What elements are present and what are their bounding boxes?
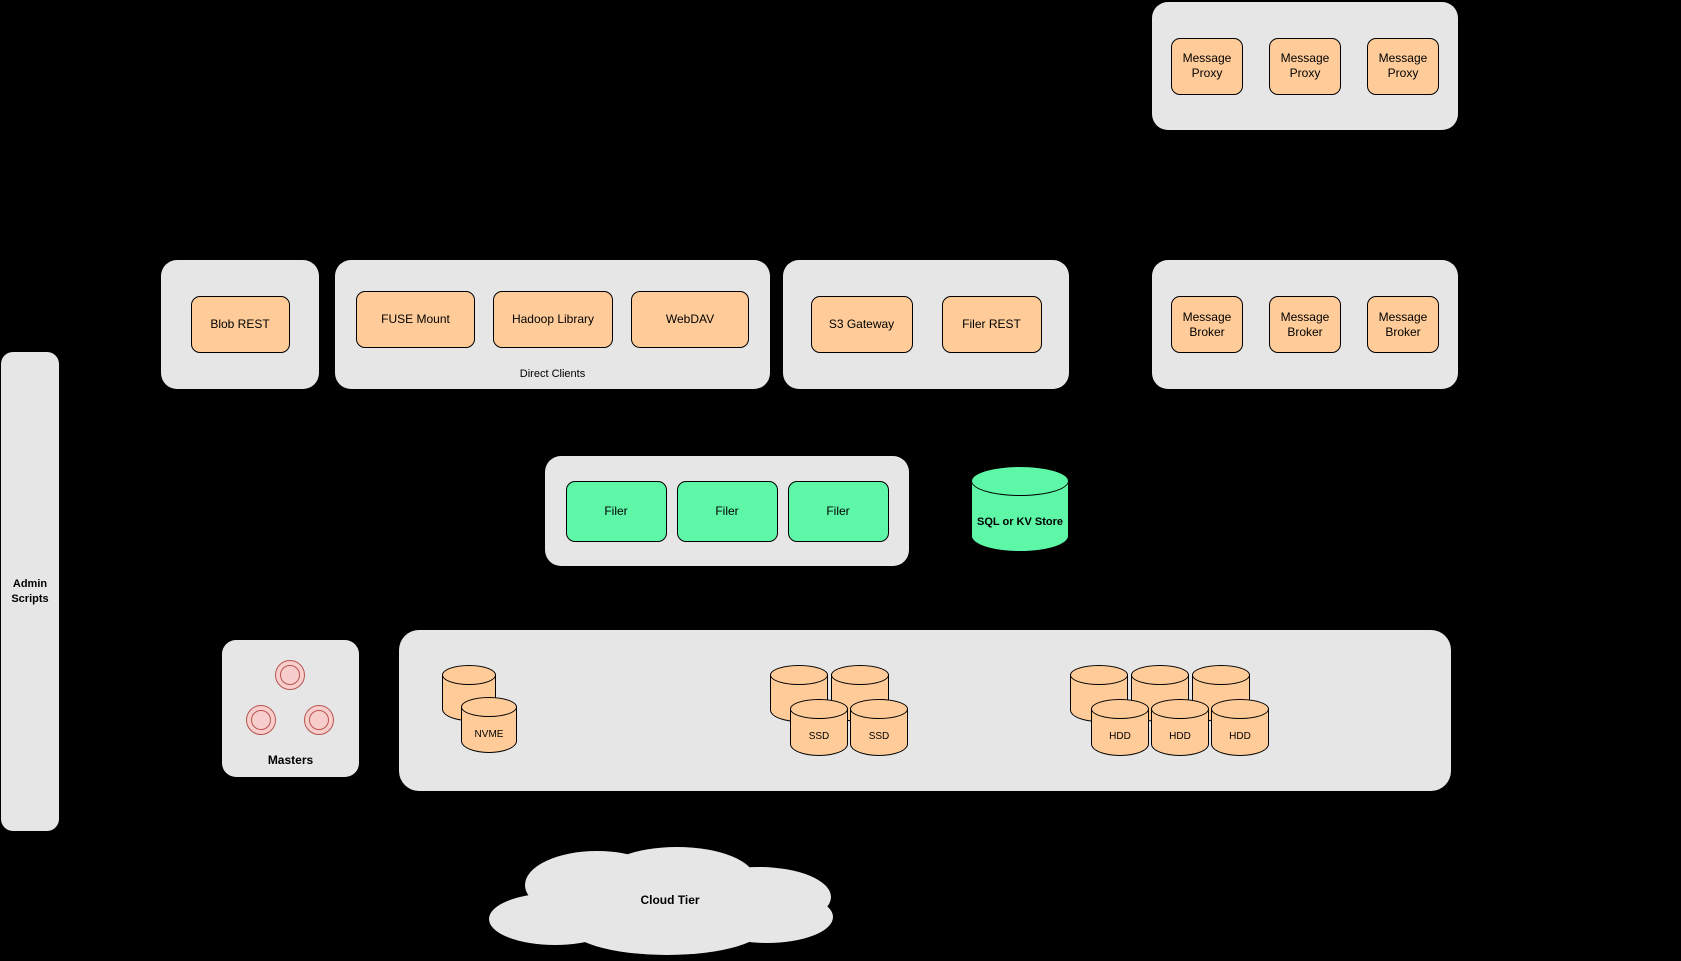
message-proxy-node: Message Proxy [1171, 37, 1243, 95]
cloud-icon [489, 847, 833, 955]
nvme-cylinder: NVME [461, 697, 517, 753]
message-broker-node: Message Broker [1269, 296, 1341, 353]
admin-scripts-label: Admin Scripts [11, 577, 49, 605]
filer-node: Filer [787, 480, 889, 542]
direct-clients-row: FUSE Mount Hadoop Library WebDAV [335, 291, 770, 348]
filer-node: Filer [565, 480, 667, 542]
message-broker-node: Message Broker [1171, 296, 1243, 353]
filer-group: Filer Filer Filer [545, 456, 909, 566]
blob-rest-node: Blob REST [190, 296, 290, 353]
ssd-label: SSD [868, 731, 890, 742]
s3-gateway-node: S3 Gateway [810, 296, 913, 353]
masters-group: Masters [222, 640, 359, 777]
masters-label: Masters [267, 753, 314, 767]
filer-node: Filer [676, 480, 778, 542]
message-proxy-group: Message Proxy Message Proxy Message Prox… [1152, 2, 1458, 130]
message-proxy-node: Message Proxy [1269, 37, 1341, 95]
cloud-shape: Cloud Tier [477, 847, 863, 960]
sql-kv-store-label: SQL or KV Store [977, 515, 1063, 528]
message-proxy-node: Message Proxy [1367, 37, 1439, 95]
hdd-label: HDD [1169, 731, 1191, 742]
hdd-label: HDD [1109, 731, 1131, 742]
message-broker-group: Message Broker Message Broker Message Br… [1152, 260, 1458, 389]
blob-rest-row: Blob REST [161, 260, 319, 389]
hdd-cylinder: HDD [1091, 699, 1149, 756]
volume-servers-group: NVME SSD SSD HDD HDD HDD [399, 630, 1451, 791]
hdd-cylinder: HDD [1211, 699, 1269, 756]
blob-rest-group: Blob REST [161, 260, 319, 389]
nvme-label: NVME [474, 728, 504, 740]
direct-clients-group: FUSE Mount Hadoop Library WebDAV Direct … [335, 260, 770, 389]
admin-scripts-panel: Admin Scripts [1, 352, 59, 831]
master-node-circle [246, 705, 276, 735]
gateway-group: S3 Gateway Filer REST [783, 260, 1069, 389]
message-proxy-row: Message Proxy Message Proxy Message Prox… [1152, 2, 1458, 130]
ssd-cylinder: SSD [850, 699, 908, 756]
message-broker-node: Message Broker [1367, 296, 1439, 353]
ssd-cylinder: SSD [790, 699, 848, 756]
hdd-label: HDD [1229, 731, 1251, 742]
filer-row: Filer Filer Filer [545, 456, 909, 566]
hadoop-library-node: Hadoop Library [493, 291, 613, 348]
master-node-circle [275, 660, 305, 690]
filer-rest-node: Filer REST [941, 296, 1042, 353]
sql-kv-store-cylinder: SQL or KV Store [971, 466, 1069, 552]
cloud-tier-label: Cloud Tier [640, 893, 700, 907]
message-broker-row: Message Broker Message Broker Message Br… [1152, 260, 1458, 389]
webdav-node: WebDAV [631, 291, 749, 348]
gateway-row: S3 Gateway Filer REST [783, 260, 1069, 389]
fuse-mount-node: FUSE Mount [356, 291, 475, 348]
ssd-label: SSD [808, 731, 830, 742]
hdd-cylinder: HDD [1151, 699, 1209, 756]
direct-clients-label: Direct Clients [519, 368, 586, 380]
master-node-circle [304, 705, 334, 735]
